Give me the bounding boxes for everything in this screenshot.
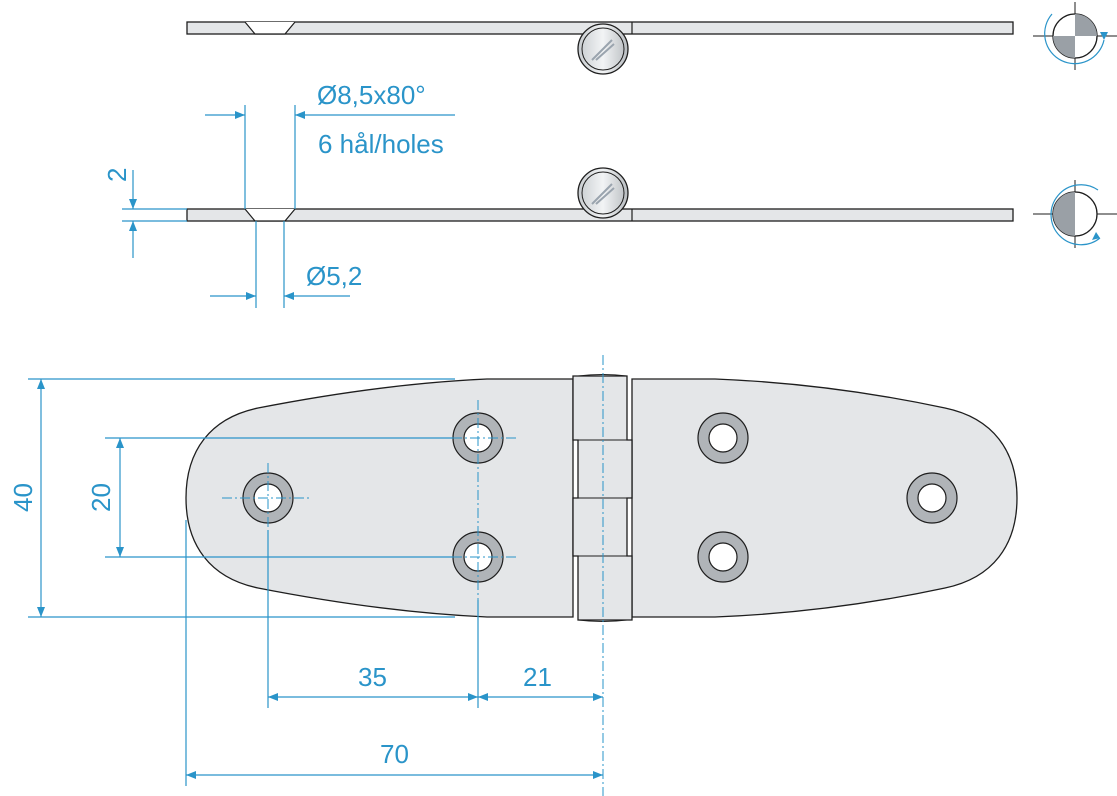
rotation-closed-icon (1033, 180, 1117, 248)
front-view (185, 374, 1018, 622)
hole (906, 472, 958, 524)
height-label: 40 (8, 483, 38, 512)
thickness-label: 2 (102, 168, 132, 182)
vertical-spacing-dimension: 20 (86, 437, 453, 558)
end-hole-to-pin-label: 70 (380, 739, 409, 769)
countersink-label: Ø8,5x80° (317, 80, 426, 110)
vertical-spacing-label: 20 (86, 483, 116, 512)
hole (697, 412, 749, 464)
hole-diameter-label: Ø5,2 (306, 261, 362, 291)
top-side-view (186, 21, 1014, 75)
hole-to-pin-label: 21 (523, 662, 552, 692)
rotation-open-icon (1033, 2, 1117, 70)
height-dimension: 40 (8, 378, 455, 618)
middle-side-view (186, 167, 1014, 222)
hole-diameter-dimension: Ø5,2 (210, 221, 362, 308)
holes-note-label: 6 hål/holes (318, 129, 444, 159)
countersink-dimension: Ø8,5x80° 6 hål/holes (205, 80, 455, 209)
hole (697, 531, 749, 583)
horizontal-spacing-label: 35 (358, 662, 387, 692)
horizontal-dimensions: 35 21 70 (185, 520, 603, 786)
thickness-dimension: 2 (102, 168, 187, 258)
